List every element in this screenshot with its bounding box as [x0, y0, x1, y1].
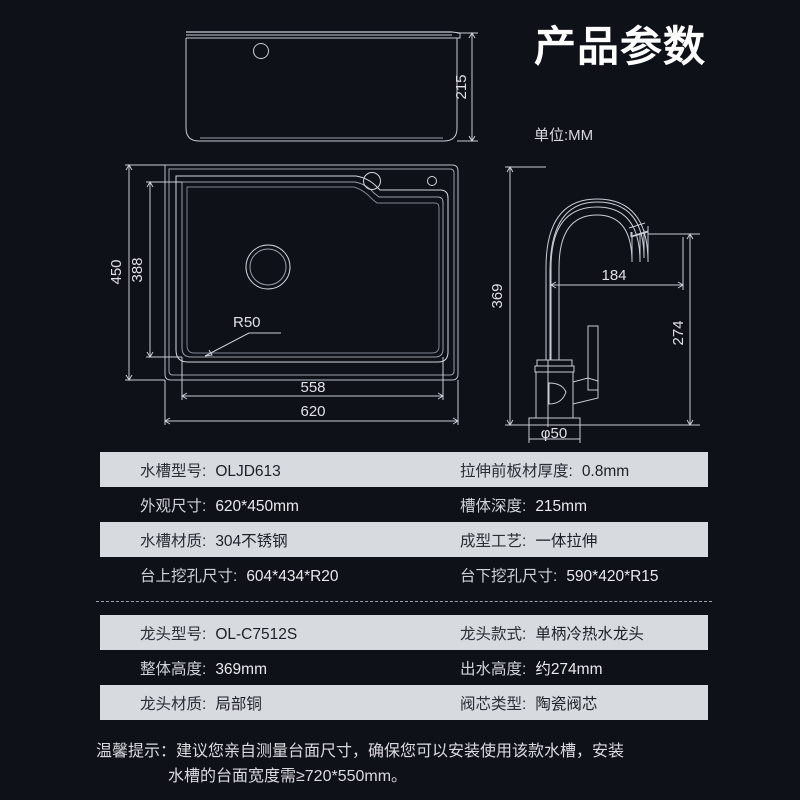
dimension-sink-outer-width — [164, 380, 459, 425]
spec-cell-outlet-height: 出水高度: 约274mm — [420, 657, 708, 679]
dimension-label-274: 274 — [670, 320, 687, 345]
spec-value: 0.8mm — [581, 462, 630, 480]
technical-drawing-area: 215 R50 — [108, 31, 700, 443]
spec-label: 整体高度: — [140, 660, 207, 678]
spec-cell-faucet-model: 龙头型号: OL-C7512S — [100, 622, 420, 644]
spec-label: 台上挖孔尺寸: — [140, 567, 238, 585]
spec-cell-faucet-style: 龙头款式: 单柄冷热水龙头 — [420, 622, 708, 644]
table-row: 龙头型号: OL-C7512S 龙头款式: 单柄冷热水龙头 — [100, 615, 708, 650]
table-row: 外观尺寸: 620*450mm 槽体深度: 215mm — [100, 487, 708, 522]
spec-value: 约274mm — [535, 660, 603, 678]
spec-label: 出水高度: — [460, 660, 527, 678]
spec-label: 成型工艺: — [460, 532, 527, 550]
spec-value: 一体拉伸 — [535, 532, 598, 550]
dimension-label-phi50: φ50 — [541, 425, 567, 442]
spec-label: 水槽型号: — [140, 462, 207, 480]
spec-cell-topmount-cutout: 台上挖孔尺寸: 604*434*R20 — [100, 564, 420, 586]
spec-label: 外观尺寸: — [140, 497, 207, 515]
sink-spec-table: 水槽型号: OLJD613 拉伸前板材厚度: 0.8mm 外观尺寸: 620*4… — [100, 452, 708, 592]
sink-elevation-drawing — [185, 31, 461, 142]
dimension-faucet-spout-height — [580, 233, 700, 426]
table-row: 水槽型号: OLJD613 拉伸前板材厚度: 0.8mm — [100, 452, 708, 487]
dimension-corner-radius-callout — [204, 332, 281, 357]
spec-label: 槽体深度: — [460, 497, 527, 515]
spec-cell-overall-height: 整体高度: 369mm — [100, 657, 420, 679]
spec-value: 604*434*R20 — [246, 567, 339, 585]
spec-label: 水槽材质: — [140, 532, 207, 550]
spec-value: 304不锈钢 — [215, 532, 288, 550]
spec-cell-bowl-depth: 槽体深度: 215mm — [420, 494, 708, 516]
dimension-faucet-height — [505, 166, 546, 426]
dimension-faucet-reach — [550, 237, 684, 290]
spec-cell-forming-process: 成型工艺: 一体拉伸 — [420, 529, 708, 551]
spec-value: 620*450mm — [215, 497, 299, 515]
spec-label: 拉伸前板材厚度: — [460, 462, 573, 480]
sink-top-view-drawing — [164, 164, 459, 381]
dimension-label-450: 450 — [108, 259, 125, 284]
spec-value: OL-C7512S — [215, 625, 298, 643]
dimension-label-558: 558 — [300, 379, 325, 396]
table-divider — [96, 601, 712, 602]
spec-cell-undermount-cutout: 台下挖孔尺寸: 590*420*R15 — [420, 564, 708, 586]
dimension-sink-inner-height — [146, 181, 182, 358]
spec-value: OLJD613 — [215, 462, 281, 480]
spec-cell-cartridge-type: 阀芯类型: 陶瓷阀芯 — [420, 692, 708, 714]
footer-note: 温馨提示：建议您亲自测量台面尺寸，确保您可以安装使用该款水槽，安装 水槽的台面宽… — [96, 739, 716, 789]
spec-cell-faucet-material: 龙头材质: 局部铜 — [100, 692, 420, 714]
spec-value: 单柄冷热水龙头 — [535, 625, 644, 643]
dimension-sink-depth — [457, 32, 478, 142]
spec-value: 215mm — [535, 497, 587, 515]
table-row: 整体高度: 369mm 出水高度: 约274mm — [100, 650, 708, 685]
dimension-label-369: 369 — [489, 283, 506, 308]
dimension-label-620: 620 — [300, 403, 325, 420]
dimension-label-215: 215 — [453, 74, 470, 99]
spec-label: 龙头款式: — [460, 625, 527, 643]
footer-note-line-2: 水槽的台面宽度需≥720*550mm。 — [168, 768, 408, 785]
table-row: 台上挖孔尺寸: 604*434*R20 台下挖孔尺寸: 590*420*R15 — [100, 557, 708, 592]
spec-label: 台下挖孔尺寸: — [460, 567, 558, 585]
spec-cell-plate-thickness: 拉伸前板材厚度: 0.8mm — [420, 459, 708, 481]
spec-label: 龙头材质: — [140, 695, 207, 713]
faucet-elevation-drawing — [528, 198, 649, 427]
footer-note-line-1: 温馨提示：建议您亲自测量台面尺寸，确保您可以安装使用该款水槽，安装 — [96, 743, 625, 760]
dimension-label-184: 184 — [601, 267, 626, 284]
table-row: 水槽材质: 304不锈钢 成型工艺: 一体拉伸 — [100, 522, 708, 557]
spec-label: 阀芯类型: — [460, 695, 527, 713]
faucet-spec-table: 龙头型号: OL-C7512S 龙头款式: 单柄冷热水龙头 整体高度: 369m… — [100, 615, 708, 720]
dimension-sink-inner-width — [181, 357, 444, 400]
spec-cell-sink-model: 水槽型号: OLJD613 — [100, 459, 420, 481]
spec-label: 龙头型号: — [140, 625, 207, 643]
dimension-sink-outer-height — [125, 164, 165, 381]
spec-value: 369mm — [215, 660, 267, 678]
dimension-label-388: 388 — [129, 257, 146, 282]
spec-cell-outer-size: 外观尺寸: 620*450mm — [100, 494, 420, 516]
dimension-faucet-base-diameter — [528, 425, 581, 443]
spec-value: 590*420*R15 — [566, 567, 659, 585]
page-title: 产品参数 — [534, 23, 707, 70]
spec-value: 陶瓷阀芯 — [535, 695, 598, 713]
dimension-label-r50: R50 — [233, 314, 261, 331]
spec-cell-sink-material: 水槽材质: 304不锈钢 — [100, 529, 420, 551]
table-row: 龙头材质: 局部铜 阀芯类型: 陶瓷阀芯 — [100, 685, 708, 720]
spec-value: 局部铜 — [215, 695, 262, 713]
unit-label: 单位:MM — [534, 127, 594, 144]
